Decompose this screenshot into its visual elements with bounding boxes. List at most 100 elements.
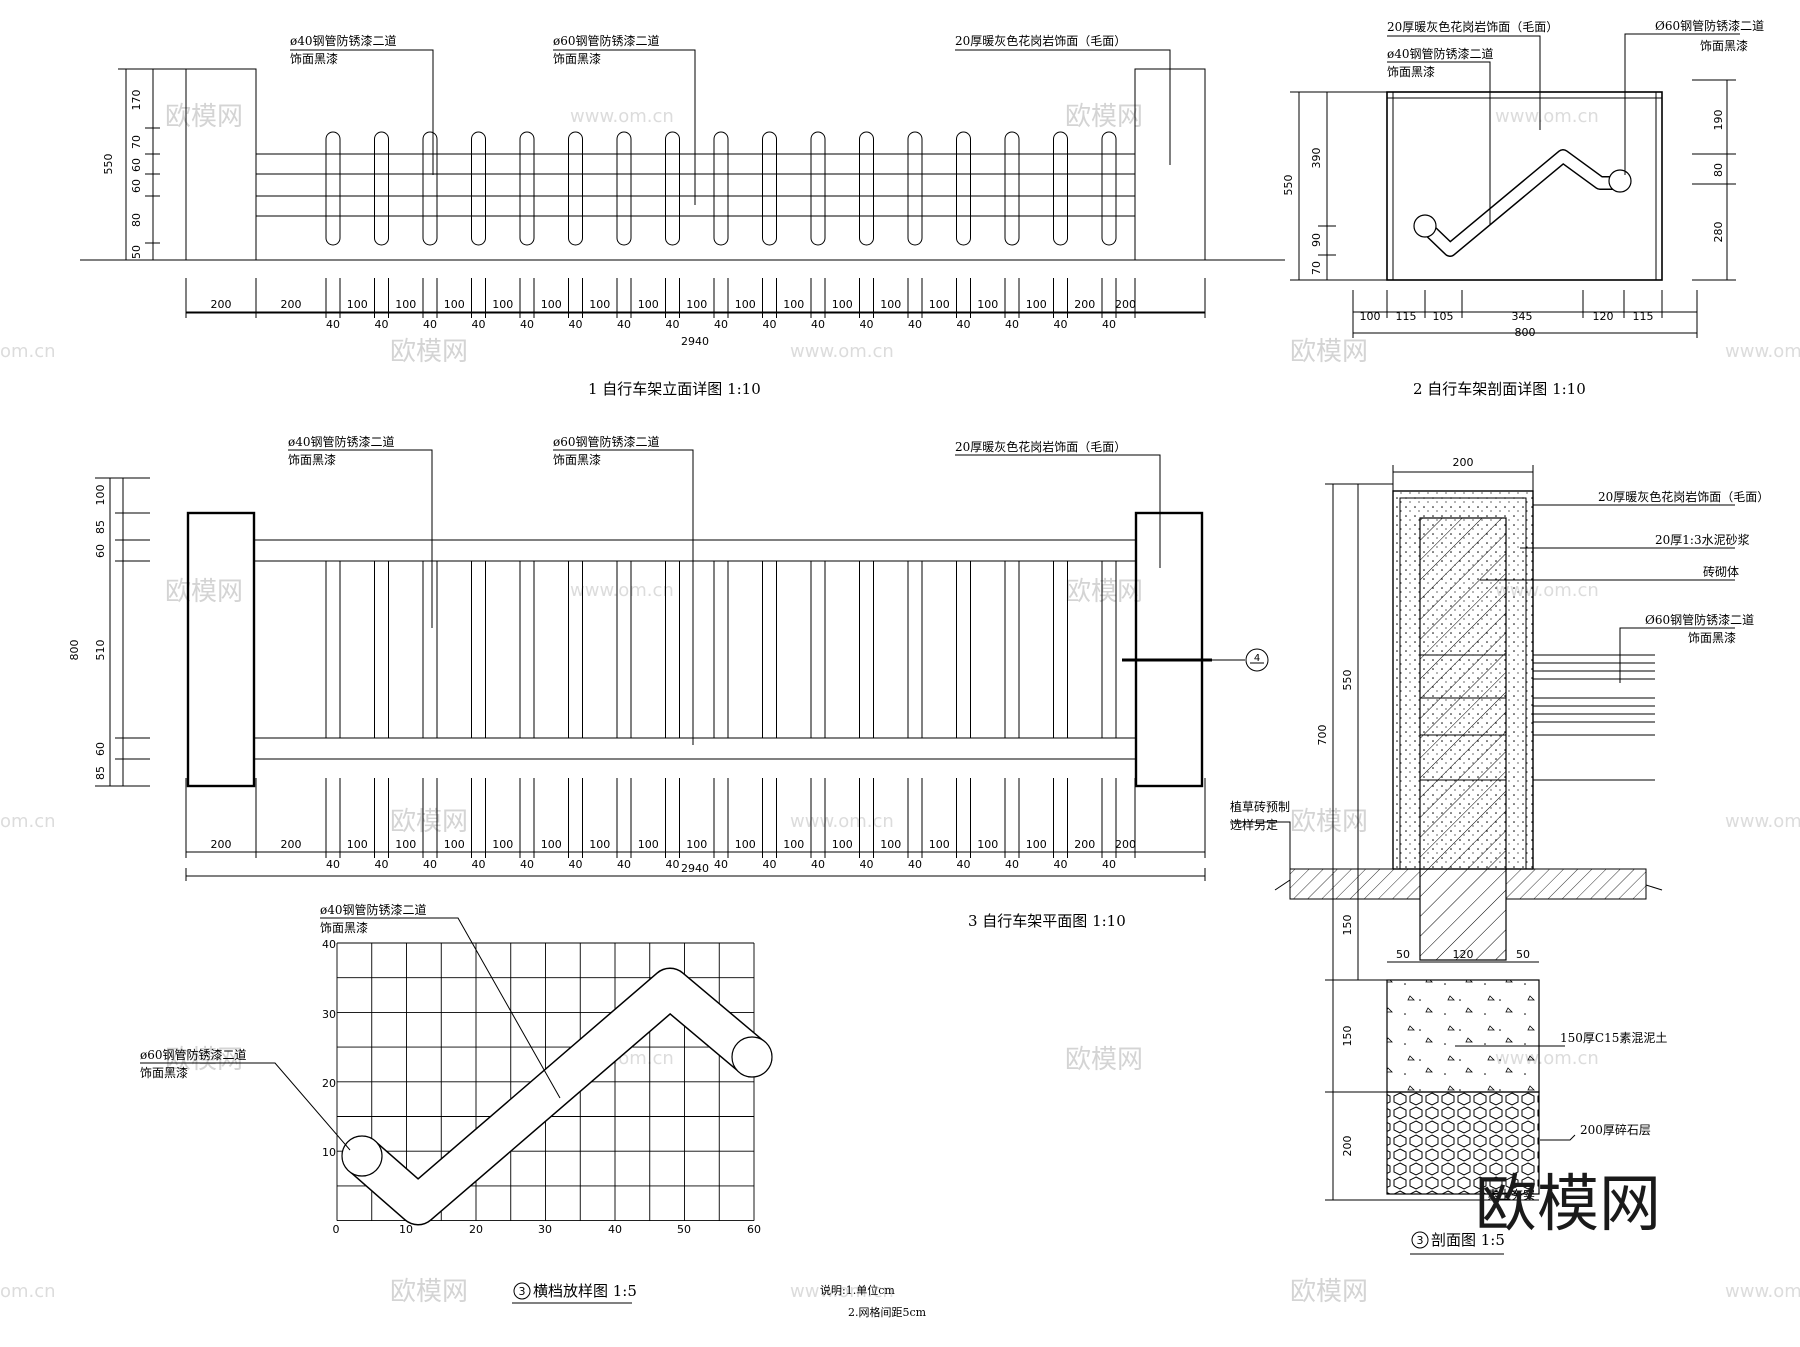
- watermark-url: om.cn: [0, 811, 56, 832]
- hoop-bar: [956, 131, 971, 246]
- dim-label: 100: [783, 298, 804, 311]
- grid-y-label: 20: [322, 1077, 336, 1090]
- view-title: 3 自行车架平面图 1:10: [968, 912, 1126, 930]
- watermark-url: om.cn: [0, 1281, 56, 1302]
- grid-x-label: 50: [677, 1223, 691, 1236]
- dim-ticks: [1325, 483, 1393, 1201]
- callout-finish: 饰面黑漆: [290, 52, 338, 66]
- notes: 说明:1.单位cm 2.网格间距5cm: [820, 1283, 927, 1319]
- pillar-outline: [1386, 91, 1663, 281]
- dim-label-bar-width: 40: [520, 858, 534, 871]
- dim-label: 60: [130, 158, 143, 172]
- dim-label: 550: [1341, 670, 1354, 691]
- dim-label: 50: [1396, 948, 1410, 961]
- watermark-url: www.om.cn: [1725, 811, 1800, 832]
- pipe60-end: [731, 1036, 773, 1078]
- label-granite: 20厚暖灰色花岗岩饰面（毛面）: [1598, 489, 1769, 504]
- dim-label-bar-width: 40: [1102, 858, 1116, 871]
- bar-set: [325, 561, 1117, 738]
- left-pillar: [185, 68, 257, 261]
- title-number-circle: [513, 1282, 531, 1300]
- dim-label: 100: [638, 838, 659, 851]
- dim-label: 200: [281, 838, 302, 851]
- dim-total-length: 2940: [681, 335, 709, 348]
- dim-label: 100: [735, 838, 756, 851]
- dim-label-bar-width: 40: [957, 318, 971, 331]
- grid-x-label: 0: [333, 1223, 340, 1236]
- dim-label-bar-width: 40: [423, 318, 437, 331]
- hoop-bar: [1004, 131, 1020, 246]
- section-detail-view: 20厚暖灰色花岗岩饰面（毛面） 20厚1:3水泥砂浆 砖砌体 Ø60钢管防锈漆二…: [1230, 456, 1769, 1255]
- hoop-bar: [907, 131, 923, 246]
- leader-line: [290, 49, 434, 175]
- grid-y-label: 30: [322, 1008, 336, 1021]
- logo-watermark: 欧模网: [1475, 1167, 1661, 1240]
- dim-total-length: 2940: [681, 862, 709, 875]
- dim-ticks: [1352, 290, 1698, 338]
- dim-label: 60: [94, 544, 107, 558]
- pipe-rails: [1533, 654, 1655, 781]
- label-grass-paver: 选样另定: [1230, 817, 1278, 832]
- dim-label-bar-width: 40: [423, 858, 437, 871]
- hoop-bar: [519, 131, 535, 246]
- dim-total-width: 800: [1515, 326, 1536, 339]
- dim-label-bar-width: 40: [860, 858, 874, 871]
- dim-label-bar-width: 40: [569, 318, 583, 331]
- dim-label: 50: [130, 245, 143, 259]
- hoop-bar: [665, 131, 680, 246]
- label-pipe60: Ø60钢管防锈漆二道: [1645, 612, 1754, 627]
- break-mark: [1645, 884, 1663, 891]
- pipe60-end: [1413, 214, 1437, 238]
- dim-label-bar-width: 40: [714, 858, 728, 871]
- dim-label: 190: [1712, 110, 1725, 131]
- leader-line: [140, 1062, 351, 1151]
- pipe60-end: [341, 1135, 383, 1177]
- dim-ticks: [118, 68, 186, 261]
- dim-label: 200: [211, 838, 232, 851]
- leader-line: [1619, 627, 1735, 683]
- dim-label-bar-width: 40: [1005, 858, 1019, 871]
- dim-label: 100: [94, 485, 107, 506]
- callout-pipe60: Ø60钢管防锈漆二道: [1655, 18, 1764, 33]
- callout-finish: 饰面黑漆: [553, 453, 601, 467]
- leader-line: [1387, 35, 1541, 130]
- dim-total-width: 800: [68, 640, 81, 661]
- dim-label: 70: [1310, 261, 1323, 275]
- dim-label: 50: [1516, 948, 1530, 961]
- watermark-layer: 欧模网 www.om.cn 欧模网 www.om.cn om.cn 欧模网 ww…: [0, 102, 1800, 1307]
- dim-label: 100: [589, 838, 610, 851]
- plan-view: 4 ø40钢管防锈漆二道 饰面黑漆 ø60钢管防锈漆二道 饰面黑漆 20厚暖灰色…: [68, 434, 1269, 930]
- dim-label-bar-width: 40: [811, 318, 825, 331]
- callout-finish: 饰面黑漆: [320, 921, 368, 935]
- leader-line: [1624, 33, 1740, 175]
- dim-label: 100: [1360, 310, 1381, 323]
- grid-x-label: 60: [747, 1223, 761, 1236]
- dim-label: 100: [492, 298, 513, 311]
- dim-label-bar-width: 40: [326, 318, 340, 331]
- dim-label: 85: [94, 766, 107, 780]
- leader-line: [1540, 1134, 1576, 1141]
- callout-granite: 20厚暖灰色花岗岩饰面（毛面）: [1387, 19, 1558, 34]
- view-title: 1 自行车架立面详图 1:10: [588, 380, 761, 398]
- hoop-bar: [374, 131, 389, 246]
- callout-pipe40: ø40钢管防锈漆二道: [290, 33, 397, 48]
- dim-label: 100: [880, 838, 901, 851]
- dim-label-bar-width: 40: [908, 318, 922, 331]
- hoop-bar: [810, 131, 826, 246]
- dim-label: 100: [395, 838, 416, 851]
- callout-pipe60: ø60钢管防锈漆二道: [553, 434, 660, 449]
- watermark-brand: 欧模网: [1065, 1045, 1143, 1075]
- dim-label: 115: [1396, 310, 1417, 323]
- brick-core: [1419, 517, 1507, 961]
- watermark-url: www.om.cn: [570, 580, 674, 601]
- hoop-bar: [713, 131, 729, 246]
- dim-label: 70: [130, 135, 143, 149]
- dim-total-height: 550: [1282, 175, 1295, 196]
- dim-label-bar-width: 40: [326, 858, 340, 871]
- dim-label: 200: [1115, 838, 1136, 851]
- callout-granite: 20厚暖灰色花岗岩饰面（毛面）: [955, 33, 1126, 48]
- dim-label: 100: [735, 298, 756, 311]
- label-mortar: 20厚1:3水泥砂浆: [1655, 532, 1750, 547]
- left-pillar: [186, 511, 256, 788]
